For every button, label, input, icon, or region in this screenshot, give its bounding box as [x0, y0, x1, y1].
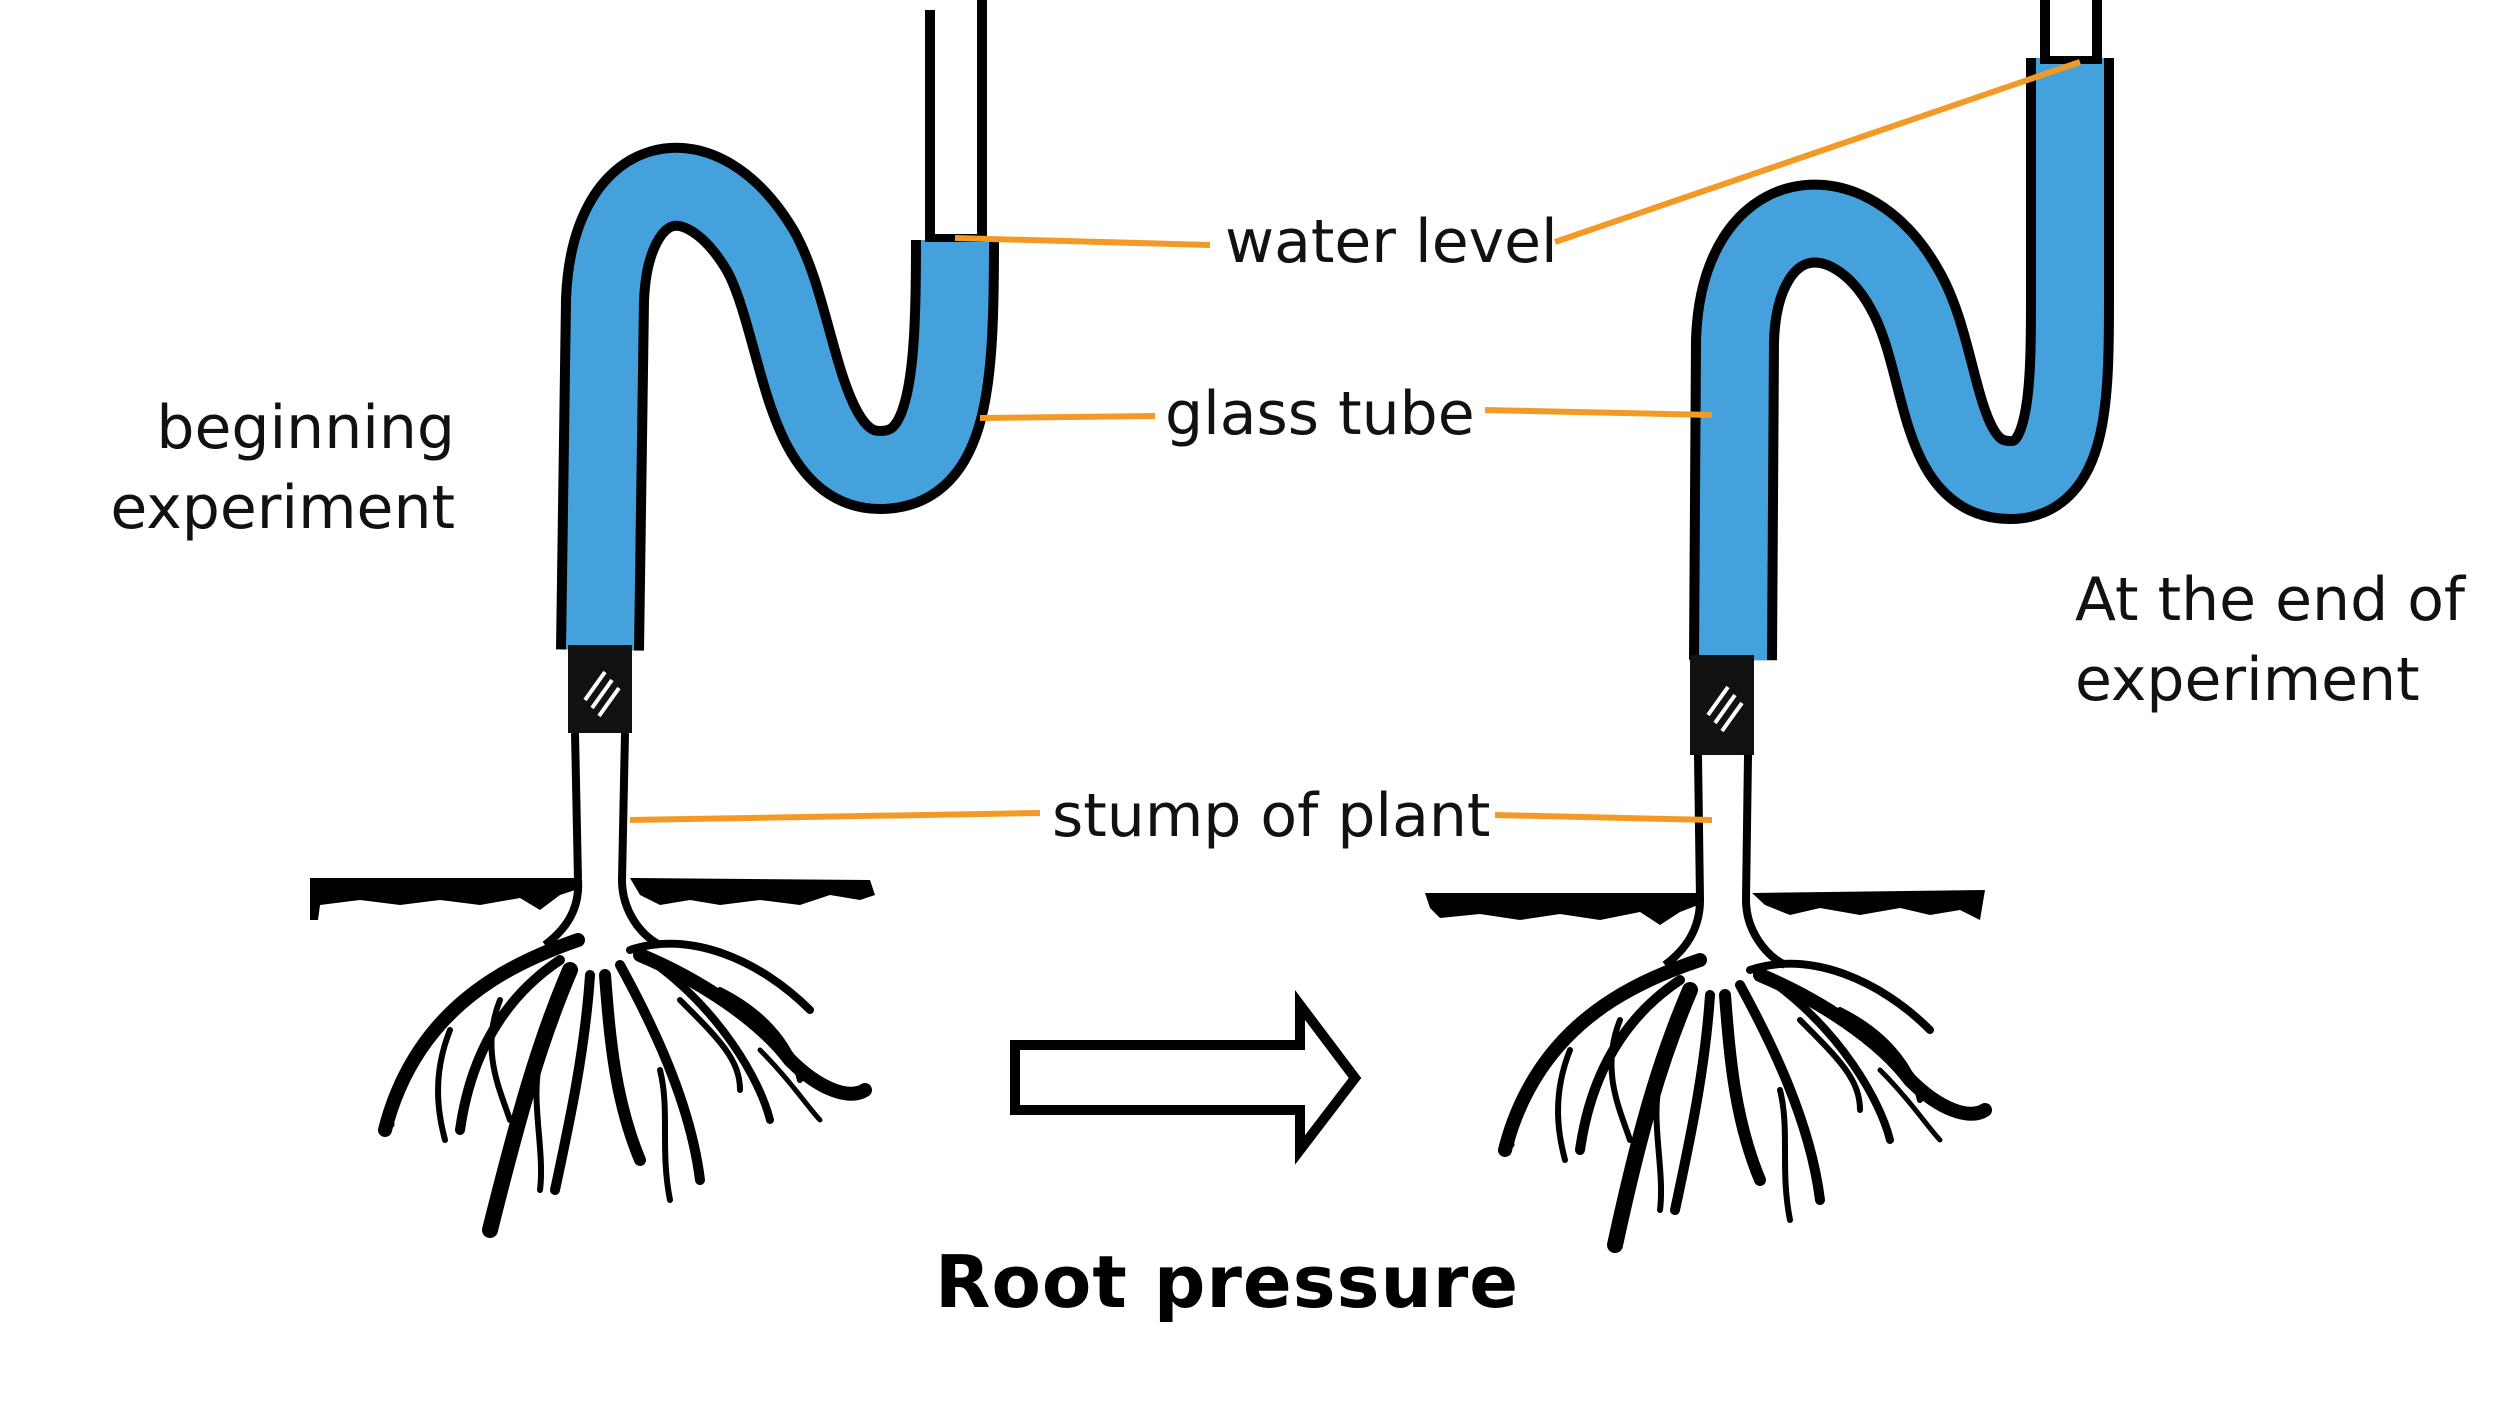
leader-stump-left [629, 810, 1041, 823]
right-apparatus [1425, 0, 2114, 1253]
leader-stump-right [1494, 812, 1713, 823]
label-water-level: water level [1225, 207, 1558, 277]
left-water-fill [566, 152, 989, 651]
label-end-line1: At the end of [2075, 565, 2466, 635]
label-end-line2: experiment [2075, 645, 2420, 715]
diagram-title: Root pressure [935, 1240, 1520, 1324]
left-ground [310, 878, 875, 920]
label-beginning-experiment: beginning experiment [0, 388, 455, 548]
right-roots [1498, 953, 1992, 1253]
leader-glass-tube-left [979, 413, 1156, 421]
right-rubber-connector [1690, 655, 1754, 755]
label-beginning-line2: experiment [110, 473, 455, 543]
leader-glass-tube-right [1484, 407, 1713, 418]
left-roots [378, 933, 872, 1238]
label-stump-of-plant: stump of plant [1052, 781, 1491, 851]
left-tube-top [925, 0, 987, 240]
right-ground [1425, 890, 1985, 925]
label-beginning-line1: beginning [156, 393, 455, 463]
left-apparatus [310, 0, 999, 1238]
leader-water-level-right [1554, 59, 2081, 245]
leader-lines [629, 59, 2081, 823]
left-stump [542, 732, 662, 949]
right-tube-top [2040, 0, 2102, 62]
progress-arrow [1010, 990, 1362, 1165]
right-water-fill [1699, 58, 2104, 661]
leader-water-level-left [954, 235, 1211, 248]
label-end-experiment: At the end of experiment [2075, 560, 2465, 720]
left-rubber-connector [568, 645, 632, 733]
right-stump [1662, 754, 1787, 969]
label-glass-tube: glass tube [1165, 379, 1475, 449]
